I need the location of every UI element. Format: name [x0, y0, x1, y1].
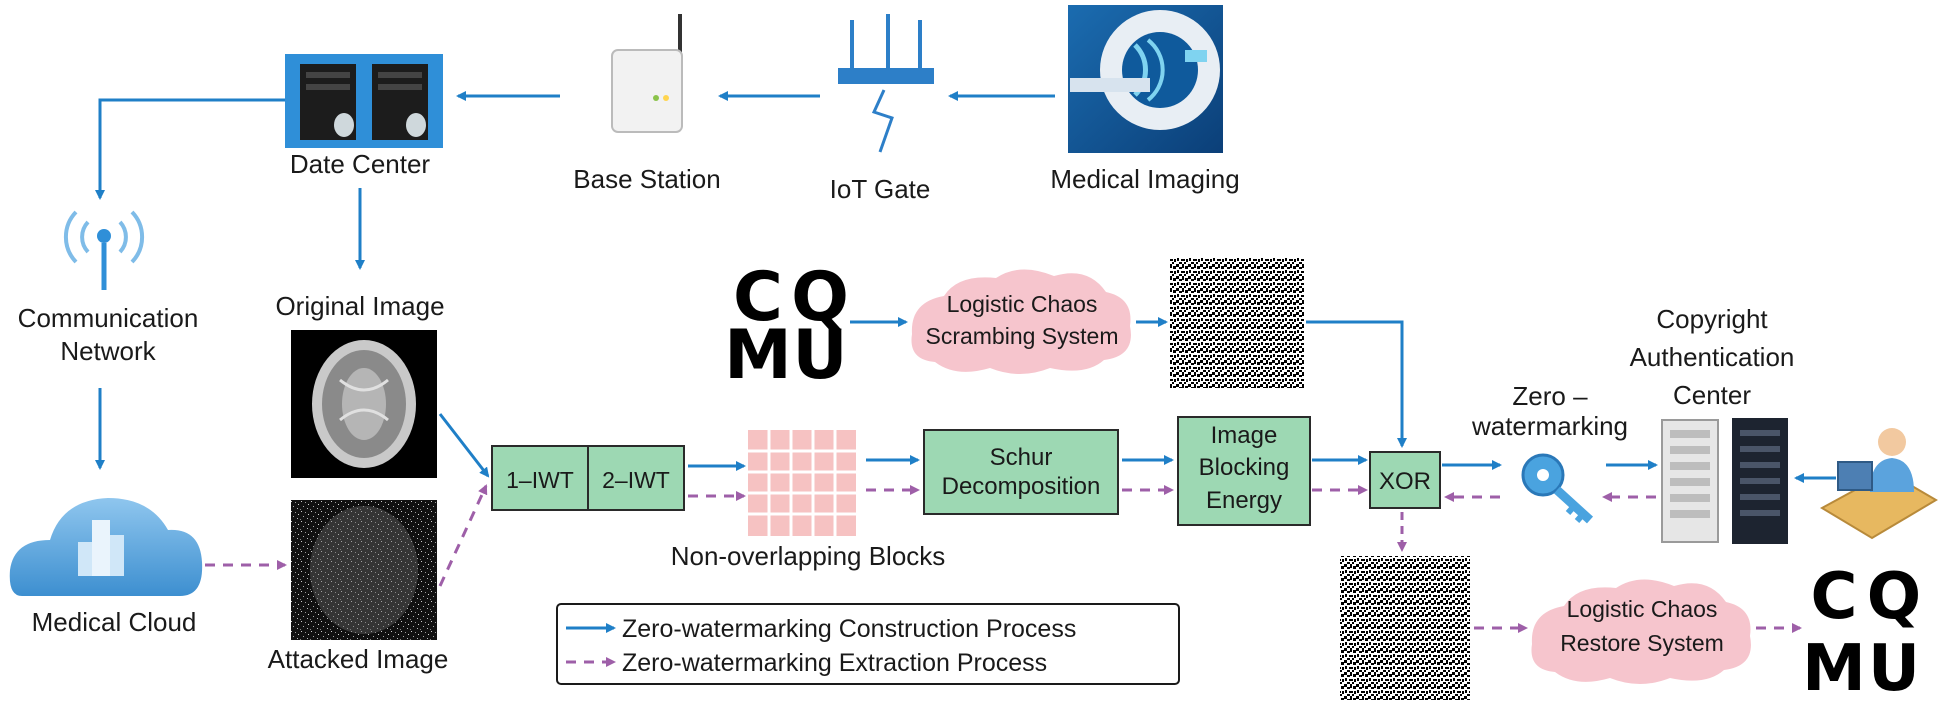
- user-workstation-icon: [1819, 428, 1938, 540]
- xor-box: [1369, 451, 1441, 509]
- communication-network-label: Communication: [18, 303, 199, 333]
- legend: Zero-watermarking Construction Process Z…: [556, 603, 1180, 685]
- legend-box: [556, 603, 1180, 685]
- arrow-attacked-to-iwt: [438, 484, 488, 587]
- restore-label-1: Logistic Chaos: [1567, 596, 1718, 622]
- copyright-label-2: Authentication: [1630, 342, 1795, 372]
- legend-extraction-label: Zero-watermarking Extraction Process: [622, 649, 1047, 677]
- arrow-noise-to-xor: [1306, 320, 1407, 448]
- scramble-label-1: Logistic Chaos: [947, 291, 1098, 317]
- non-overlapping-blocks-grid: [748, 430, 856, 536]
- blocks-label: Non-overlapping Blocks: [671, 541, 946, 571]
- zero-watermarking-label-1: Zero –: [1512, 381, 1588, 411]
- scramble-system-cloud: [911, 269, 1131, 374]
- restored-letter-c: C: [1811, 560, 1858, 634]
- schur-label-2: Decomposition: [942, 473, 1101, 500]
- legend-construction-label: Zero-watermarking Construction Process: [622, 615, 1076, 643]
- copyright-label-3: Center: [1673, 380, 1751, 410]
- attacked-mri-image: [291, 500, 437, 640]
- medical-imaging-label: Medical Imaging: [1050, 164, 1239, 194]
- base-station-label: Base Station: [573, 164, 720, 194]
- original-image-label: Original Image: [275, 291, 444, 321]
- iwt-1-label: 1–IWT: [506, 467, 574, 493]
- blocking-energy-label-3: Energy: [1206, 487, 1282, 514]
- medical-imaging-icon: [1068, 5, 1223, 153]
- original-mri-image: [291, 330, 437, 478]
- watermark-letter-q: Q: [791, 258, 849, 337]
- attacked-image-label: Attacked Image: [268, 644, 449, 674]
- restore-system-cloud: [1531, 579, 1751, 684]
- copyright-label-1: Copyright: [1656, 304, 1768, 334]
- iot-gate-label: IoT Gate: [830, 174, 931, 204]
- xor-label: XOR: [1379, 468, 1431, 495]
- extracted-scrambled-image: [1340, 556, 1470, 700]
- server-rack-icon: [1661, 418, 1788, 544]
- data-center-label: Date Center: [290, 149, 431, 179]
- blocking-energy-box: [1177, 416, 1311, 526]
- data-center-icon: [285, 54, 443, 148]
- communication-network-label-2: Network: [60, 336, 156, 366]
- arrow-original-to-iwt: [438, 413, 490, 478]
- watermark-letter-u: U: [792, 316, 847, 395]
- restored-cqmu-watermark: C Q M U: [1802, 560, 1921, 704]
- watermark-letter-m: M: [724, 316, 792, 395]
- schur-label-1: Schur: [990, 444, 1053, 471]
- medical-cloud-icon: [9, 498, 203, 596]
- restore-label-2: Restore System: [1560, 630, 1724, 656]
- zero-watermarking-label-2: watermarking: [1471, 411, 1628, 441]
- key-icon: [1521, 453, 1594, 524]
- arrow-datacenter-to-network: [95, 98, 285, 200]
- schur-box: [923, 429, 1119, 515]
- iot-gate-icon: [838, 14, 934, 153]
- communication-network-icon: [63, 210, 145, 290]
- iwt-2-label: 2–IWT: [602, 467, 670, 493]
- blocking-energy-label-2: Blocking: [1199, 454, 1290, 481]
- iwt-2-box: [587, 445, 685, 511]
- watermark-letter-c: C: [733, 258, 783, 337]
- medical-cloud-label: Medical Cloud: [32, 607, 197, 637]
- scrambled-watermark-image: [1170, 258, 1304, 388]
- base-station-icon: [611, 14, 683, 133]
- cqmu-watermark-logo: C Q M U: [724, 258, 849, 395]
- restored-letter-u: U: [1868, 632, 1920, 704]
- restored-letter-m: M: [1802, 632, 1866, 704]
- scramble-label-2: Scrambing System: [925, 323, 1118, 349]
- blocking-energy-label-1: Image: [1211, 422, 1278, 449]
- restored-letter-q: Q: [1867, 560, 1921, 634]
- iwt-1-box: [491, 445, 589, 511]
